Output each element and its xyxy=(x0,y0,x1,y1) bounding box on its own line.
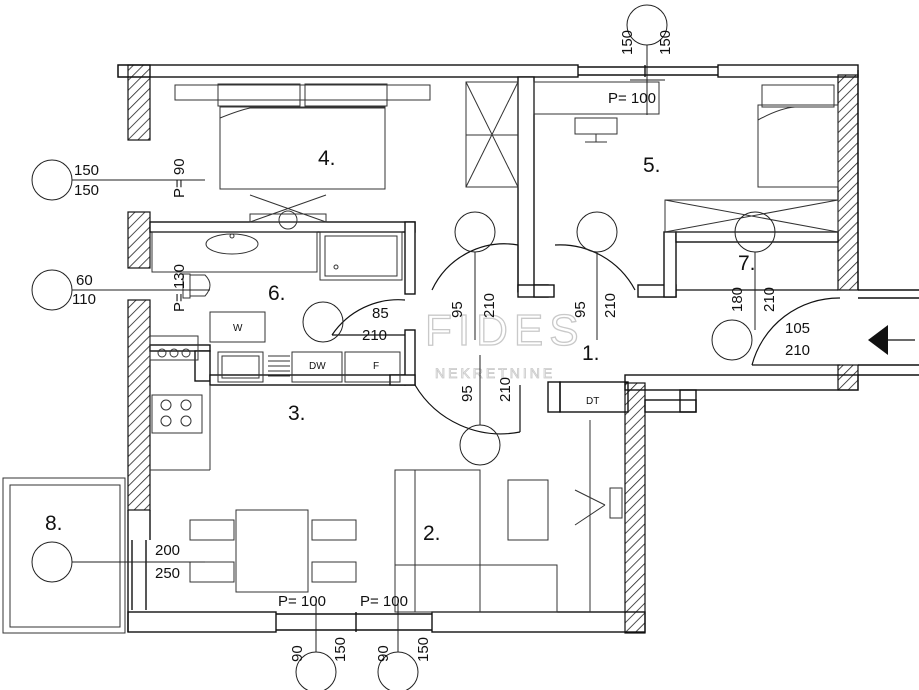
room-8-label: 8. xyxy=(45,512,63,535)
single-bed xyxy=(757,104,839,188)
room-3-label: 3. xyxy=(288,402,306,425)
bath-door-height: 210 xyxy=(362,327,387,344)
dining-table xyxy=(235,509,309,593)
bedroom-window-height: 150 xyxy=(74,182,99,199)
toilet xyxy=(189,274,211,297)
kitchen-door-width: 95 xyxy=(459,385,476,402)
living-window-height: 250 xyxy=(155,565,180,582)
entrance-door-height: 210 xyxy=(785,342,810,359)
coffee-table xyxy=(507,479,549,541)
bedroom-window-sill: P= 90 xyxy=(171,158,188,198)
entrance-arrow xyxy=(868,325,915,355)
monitor xyxy=(574,117,618,135)
oven xyxy=(217,351,264,383)
bath-window-width: 60 xyxy=(76,272,93,289)
double-bed xyxy=(219,106,386,190)
wall-bottom-right xyxy=(431,611,646,633)
dishwasher-label: DW xyxy=(309,361,326,372)
bottom-right-window-width: 90 xyxy=(375,645,392,662)
bath-door-width: 85 xyxy=(372,305,389,322)
tv xyxy=(609,487,623,519)
room-6-label: 6. xyxy=(268,282,286,305)
room-7-label: 7. xyxy=(738,252,756,275)
bottom-left-sill: P= 100 xyxy=(278,593,326,610)
bath-window-height: 110 xyxy=(72,291,96,308)
washer-label: W xyxy=(233,323,243,334)
entrance-door-width: 105 xyxy=(785,320,810,337)
bedroom5-door-width: 95 xyxy=(572,301,589,318)
shower xyxy=(319,231,403,281)
top-window-sill: P= 100 xyxy=(608,90,656,107)
fridge-box xyxy=(344,351,401,383)
room-4-label: 4. xyxy=(318,147,336,170)
bedroom4-door-width: 95 xyxy=(449,301,466,318)
storage-door-height: 210 xyxy=(761,287,778,312)
kitchen-door-height: 210 xyxy=(497,377,514,402)
bottom-right-sill: P= 100 xyxy=(360,593,408,610)
vanity xyxy=(151,231,318,273)
wall-left-mid xyxy=(127,211,151,269)
fridge-label: F xyxy=(373,361,379,372)
door-swings xyxy=(331,243,841,435)
room-5-label: 5. xyxy=(643,154,661,177)
headboard-shelf xyxy=(174,84,431,101)
watermark-main: FIDES xyxy=(425,306,585,355)
room-2-label: 2. xyxy=(423,522,441,545)
bedroom5-door-height: 210 xyxy=(602,293,619,318)
desk xyxy=(533,81,660,115)
watermark-sub: NEKRETNINE xyxy=(435,365,555,381)
pillow xyxy=(761,84,835,108)
sink xyxy=(205,233,259,255)
wall-bottom-left xyxy=(127,611,277,633)
storage-door-width: 180 xyxy=(729,287,746,312)
dishwasher-box xyxy=(291,351,343,383)
living-window-width: 200 xyxy=(155,542,180,559)
bottom-right-window-height: 150 xyxy=(415,637,432,662)
wall-left-lower xyxy=(127,299,151,511)
wall-top-right xyxy=(717,64,859,78)
top-window-width: 150 xyxy=(619,30,636,55)
bottom-left-window-height: 150 xyxy=(332,637,349,662)
labels: 1. 2. 3. 4. 5. 6. 7. 8. 150 150 P= 100 1… xyxy=(45,30,810,662)
room-1-label: 1. xyxy=(582,342,600,365)
wall-right-top xyxy=(837,74,859,291)
top-window-height: 150 xyxy=(657,30,674,55)
bottom-left-window-width: 90 xyxy=(289,645,306,662)
bath-window-sill: P= 130 xyxy=(171,264,188,312)
dryer-label: DT xyxy=(586,396,599,407)
wall-right-bottom xyxy=(837,364,859,391)
washer-box xyxy=(209,311,266,343)
headboard xyxy=(217,83,301,107)
furniture xyxy=(2,81,839,634)
wall-right-lower xyxy=(624,382,646,634)
balcony xyxy=(2,477,126,634)
cooktop xyxy=(151,394,203,434)
wall-left-top xyxy=(127,64,151,141)
wall-top-left xyxy=(117,64,579,78)
bedroom-window-width: 150 xyxy=(74,162,99,179)
dimension-tags xyxy=(31,4,776,690)
watermark: FIDES NEKRETNINE xyxy=(424,305,585,381)
bedroom4-door-height: 210 xyxy=(481,293,498,318)
